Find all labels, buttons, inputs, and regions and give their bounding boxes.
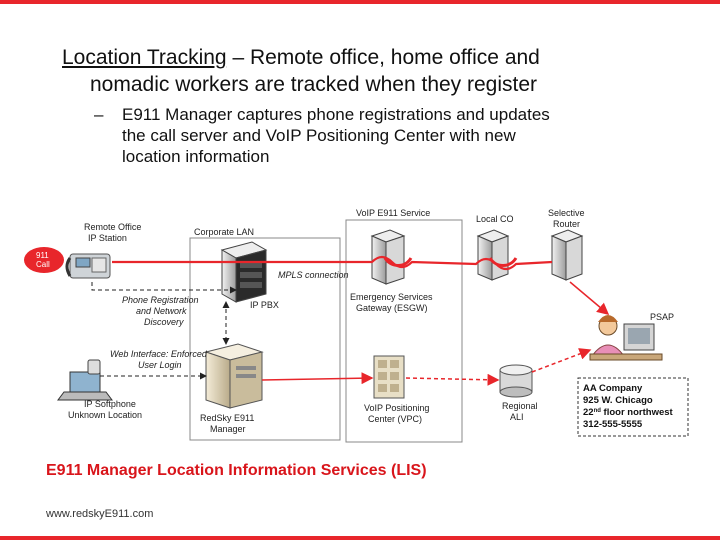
- mpls-connection-label: MPLS connection: [278, 270, 349, 280]
- ip-pbx-server-icon: [220, 241, 268, 303]
- router-to-psap-arrow: [569, 281, 610, 315]
- redsky-label-1: RedSky E911: [200, 413, 254, 423]
- mpls-connection-line: [112, 255, 553, 271]
- ali-record-floor-suffix: nd: [594, 408, 602, 414]
- ali-record-floor-rest: floor northwest: [601, 407, 674, 418]
- ali-record-line3: 22nd floor northwest: [583, 407, 674, 418]
- top-accent-bar: [0, 0, 720, 4]
- phone-reg-label-2: and Network: [136, 306, 187, 316]
- regional-ali-label-2: ALI: [510, 412, 524, 422]
- softphone-label-2: Unknown Location: [68, 410, 142, 420]
- sub-bullet-line2: the call server and VoIP Positioning Cen…: [122, 126, 516, 145]
- ali-record-line4: 312-555-5555: [583, 419, 643, 430]
- psap-label: PSAP: [650, 312, 674, 322]
- ip-phone-icon: [65, 253, 111, 279]
- corporate-lan-box: [189, 237, 341, 441]
- vpc-to-ali-arrow: [405, 373, 500, 386]
- remote-office-label-2: IP Station: [88, 233, 127, 243]
- ip-pbx-label: IP PBX: [250, 300, 279, 310]
- esgw-label-1: Emergency Services: [350, 292, 433, 302]
- 911-call-badge: [24, 247, 64, 273]
- selective-router-label-2: Router: [553, 219, 580, 229]
- ali-record-floor-number: 22: [583, 407, 594, 418]
- call-badge-text-1: 911: [36, 251, 49, 260]
- sub-bullet-e911-manager: – E911 Manager captures phone registrati…: [94, 104, 654, 167]
- local-co-wave-arrow: [488, 257, 518, 267]
- sub-bullet-line3: location information: [122, 147, 270, 166]
- vpc-label-2: Center (VPC): [368, 414, 422, 424]
- ali-record-line1: AA Company: [583, 383, 643, 394]
- remote-office-label-1: Remote Office: [84, 222, 141, 232]
- selective-router-server-icon: [550, 229, 584, 281]
- corporate-lan-label: Corporate LAN: [194, 227, 254, 237]
- ali-record-line2: 925 W. Chicago: [583, 395, 653, 406]
- vpc-label-1: VoIP Positioning: [364, 403, 429, 413]
- esgw-server-icon: [370, 229, 406, 285]
- softphone-label-1: IP Softphone: [84, 399, 136, 409]
- psap-operator-icon: [589, 315, 663, 361]
- regional-ali-database-icon: [499, 364, 533, 398]
- redsky-label-2: Manager: [210, 424, 246, 434]
- vpc-server-rack-icon: [373, 355, 405, 399]
- voip-e911-service-box: [345, 219, 463, 443]
- sub-bullet-line1: E911 Manager captures phone registration…: [122, 105, 550, 124]
- bullet-location-tracking: Location Tracking – Remote office, home …: [62, 44, 662, 98]
- esgw-wave-arrow: [383, 257, 413, 267]
- phone-reg-label-1: Phone Registration: [122, 295, 199, 305]
- footer-url: www.redskyE911.com: [46, 508, 154, 520]
- ali-to-psap-arrow: [531, 348, 592, 373]
- laptop-softphone-icon: [57, 359, 113, 401]
- call-badge-text-2: Call: [36, 260, 50, 269]
- bullet-lead-text: Location Tracking: [62, 46, 227, 69]
- web-interface-label-1: Web Interface: Enforced: [110, 349, 208, 359]
- bullet-rest-text: – Remote office, home office and: [226, 46, 540, 69]
- selective-router-label-1: Selective: [548, 208, 585, 218]
- esgw-label-2: Gateway (ESGW): [356, 303, 428, 313]
- regional-ali-label-1: Regional: [502, 401, 538, 411]
- local-co-label: Local CO: [476, 214, 514, 224]
- ali-record-box: [577, 377, 689, 437]
- bottom-accent-bar: [0, 536, 720, 540]
- bullet-line2: nomadic workers are tracked when they re…: [90, 73, 538, 96]
- phone-reg-label-3: Discovery: [144, 317, 184, 327]
- web-interface-label-2: User Login: [138, 360, 182, 370]
- redsky-e911-manager-server-icon: [204, 343, 264, 409]
- phone-registration-line: [91, 282, 237, 294]
- redsky-to-vpc-arrow: [261, 372, 374, 385]
- sub-bullet-dash: –: [94, 105, 104, 124]
- voip-e911-service-label: VoIP E911 Service: [356, 208, 430, 218]
- local-co-server-icon: [476, 229, 510, 281]
- lis-title: E911 Manager Location Information Servic…: [46, 462, 427, 479]
